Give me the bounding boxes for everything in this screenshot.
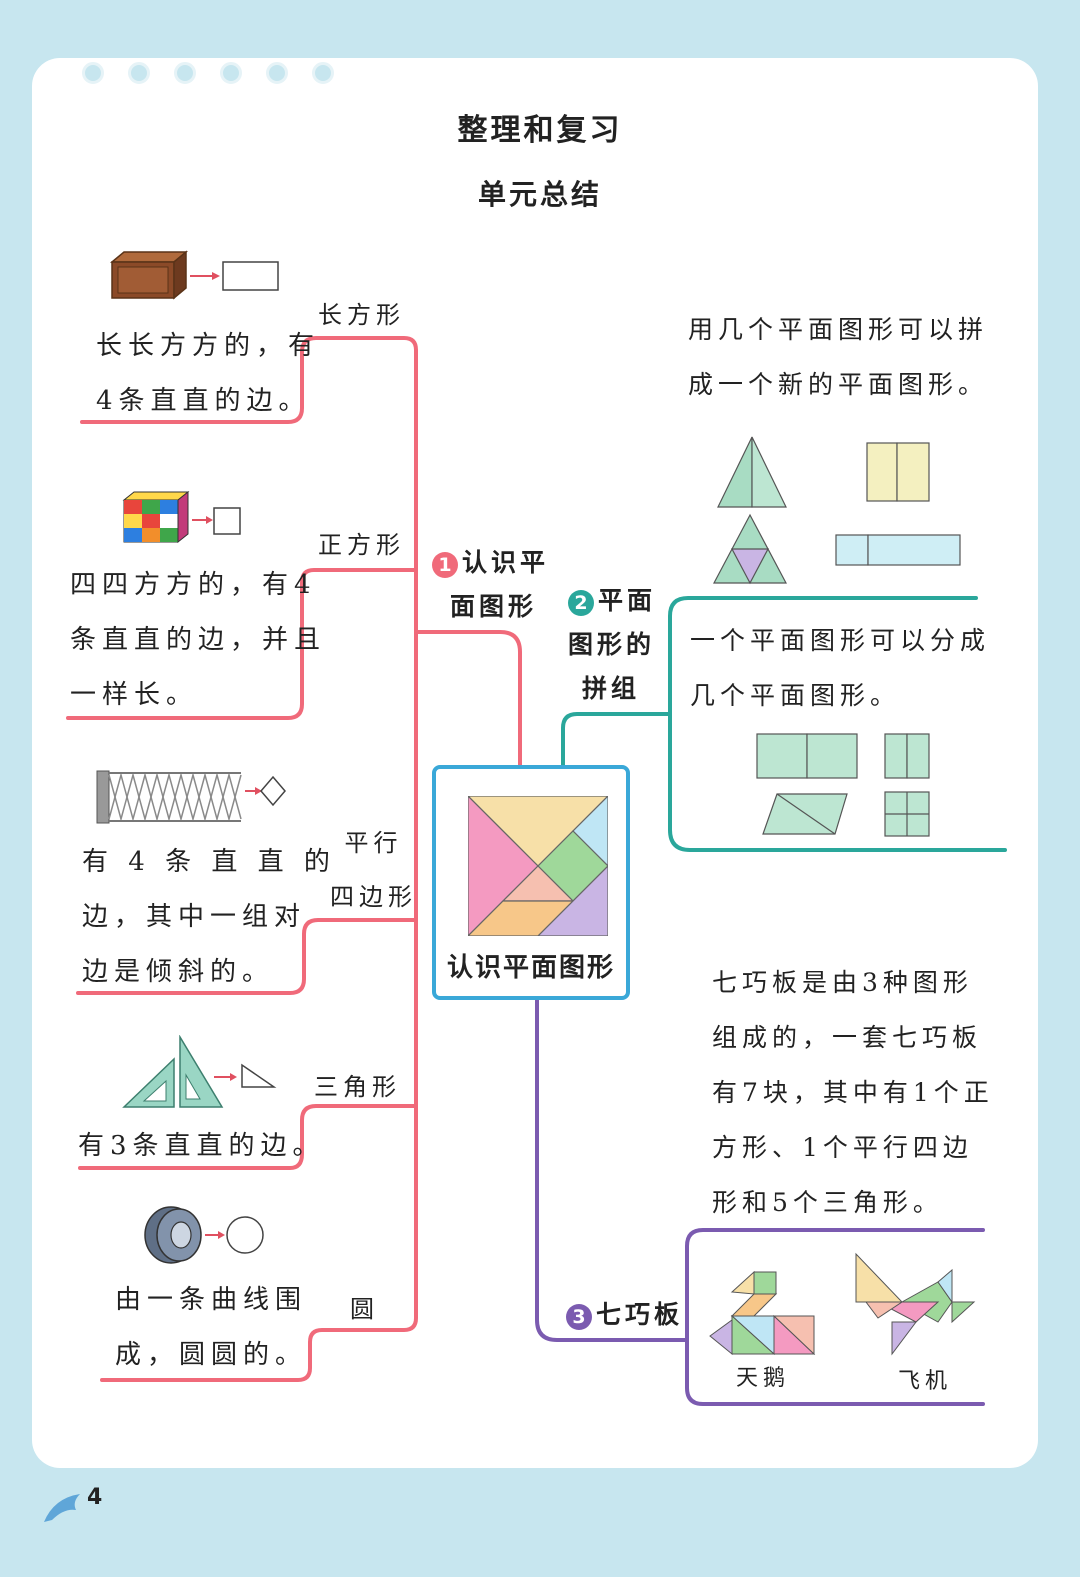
swan-tangram-icon [710,1272,814,1354]
text-square: 四四方方的，有4 条直直的边，并且 一样长。 [70,558,326,723]
label-rectangle: 长方形 [318,288,405,342]
tangram-square-icon [468,796,608,936]
text-tangram: 七巧板是由3种图形 组成的，一套七巧板 有7块，其中有1个正 方形、1个平行四边… [712,955,994,1230]
text-split: 一个平面图形可以分成 几个平面图形。 [690,613,990,723]
text-rectangle: 长长方方的，有 4条直直的边。 [96,319,320,429]
folding-gate-icon [95,765,290,831]
label-square: 正方形 [318,518,405,572]
split-shapes-icon [755,730,935,840]
branch-1-number: 1 [432,552,458,578]
center-label: 认识平面图形 [436,947,626,984]
dolphin-icon [40,1480,90,1530]
combine-shapes-icon [710,435,970,587]
text-parallelogram: 有 4 条 直 直 的 边，其中一组对 边是倾斜的。 [82,835,336,1000]
label-airplane: 飞机 [898,1355,952,1409]
rubiks-cube-icon [122,490,242,546]
set-square-icon [122,1035,282,1111]
text-combine: 用几个平面图形可以拼 成一个新的平面图形。 [688,302,988,412]
branch-2-number: 2 [568,590,594,616]
tape-roll-icon [143,1205,268,1265]
text-triangle: 有3条直直的边。 [78,1119,325,1174]
page-number: 4 [87,1485,102,1510]
wooden-box-icon [110,250,285,302]
label-swan: 天鹅 [736,1352,790,1406]
label-circle: 圆 [350,1282,379,1336]
text-circle: 由一条曲线围 成，圆圆的。 [115,1273,307,1383]
airplane-tangram-icon [856,1254,974,1354]
branch-3-number: 3 [566,1304,592,1330]
label-triangle: 三角形 [314,1060,401,1114]
center-node: 认识平面图形 [432,765,630,1000]
tangram-examples [706,1250,976,1362]
label-parallelogram: 平行 四边形 [330,816,417,924]
